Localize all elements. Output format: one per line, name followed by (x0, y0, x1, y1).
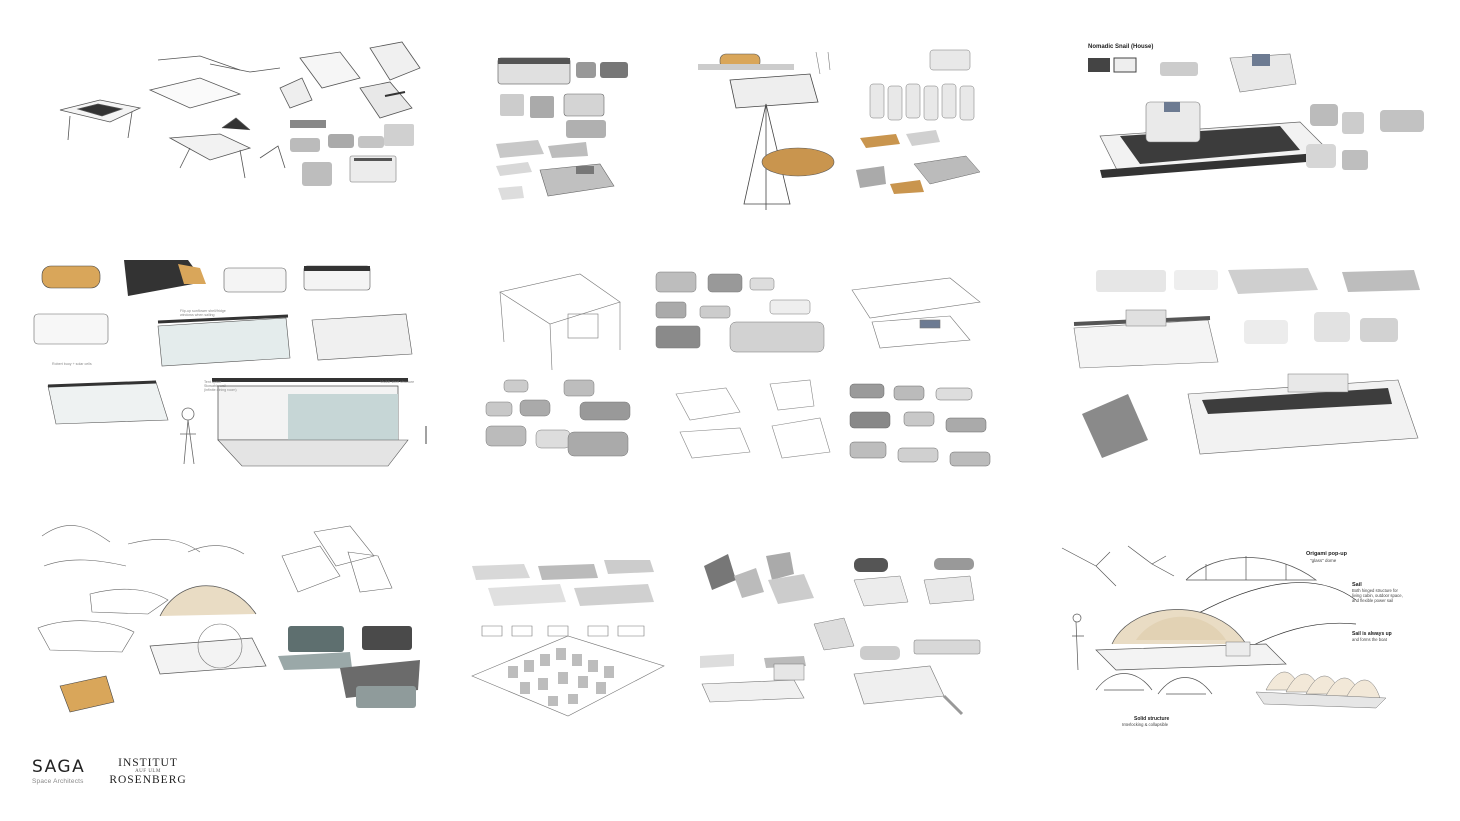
institut-logo-line-1: INSTITUT (118, 757, 178, 769)
render-panel-4: Nomadic Snail (House) (1080, 40, 1440, 188)
panel-5-note-2: Robert buoy + solar cells (52, 362, 92, 366)
panel-5-note-4: Visible steel structure (380, 380, 415, 384)
panel-12-note-1-title: Origami pop-up (1306, 551, 1347, 557)
institut-rosenberg-logo: INSTITUT AUF ULM ROSENBERG (108, 757, 188, 786)
panel-12-note-4-title: Solid structure (1134, 716, 1170, 722)
panel-12-note-1-body: "glass" dome (1310, 558, 1337, 563)
panel-5-note-1: Flip-up sunflower shell/fridge windows w… (180, 309, 226, 317)
render-panel-10 (694, 546, 994, 722)
panel-5-note-3: Tent space Stowable wall (infinite dinin… (204, 380, 237, 392)
saga-logo-name: SAGA (32, 757, 86, 777)
panel-4-title: Nomadic Snail (House) (1088, 44, 1154, 50)
institut-logo-line-3: ROSENBERG (109, 774, 187, 786)
saga-logo-tagline: Space Architects (32, 778, 84, 785)
render-panel-2 (492, 52, 632, 204)
render-panel-5: Flip-up sunflower shell/fridge windows w… (28, 254, 448, 476)
sketch-panel-6 (480, 262, 1010, 480)
sketch-panel-8 (30, 516, 430, 718)
render-panel-7 (1068, 262, 1430, 484)
institut-logo-line-2: AUF ULM (135, 769, 161, 774)
panel-12-note-2-title: Sail (1352, 582, 1362, 588)
saga-logo: SAGA Space Architects (32, 757, 85, 785)
sketch-panel-12: Origami pop-up "glass" dome Sail Both hi… (1056, 540, 1436, 736)
render-panel-3 (690, 44, 1010, 216)
sketch-panel-9 (468, 556, 668, 724)
panel-12-note-4-body: Interlocking & collapsible (1122, 722, 1169, 727)
sketch-panel-1 (40, 38, 430, 198)
panel-12-note-3-title: Sail is always up (1352, 631, 1392, 637)
panel-12-note-2-body: Both hinged structure for living cabin, … (1352, 588, 1403, 603)
panel-12-note-3-body: and forms the boat (1352, 637, 1387, 642)
